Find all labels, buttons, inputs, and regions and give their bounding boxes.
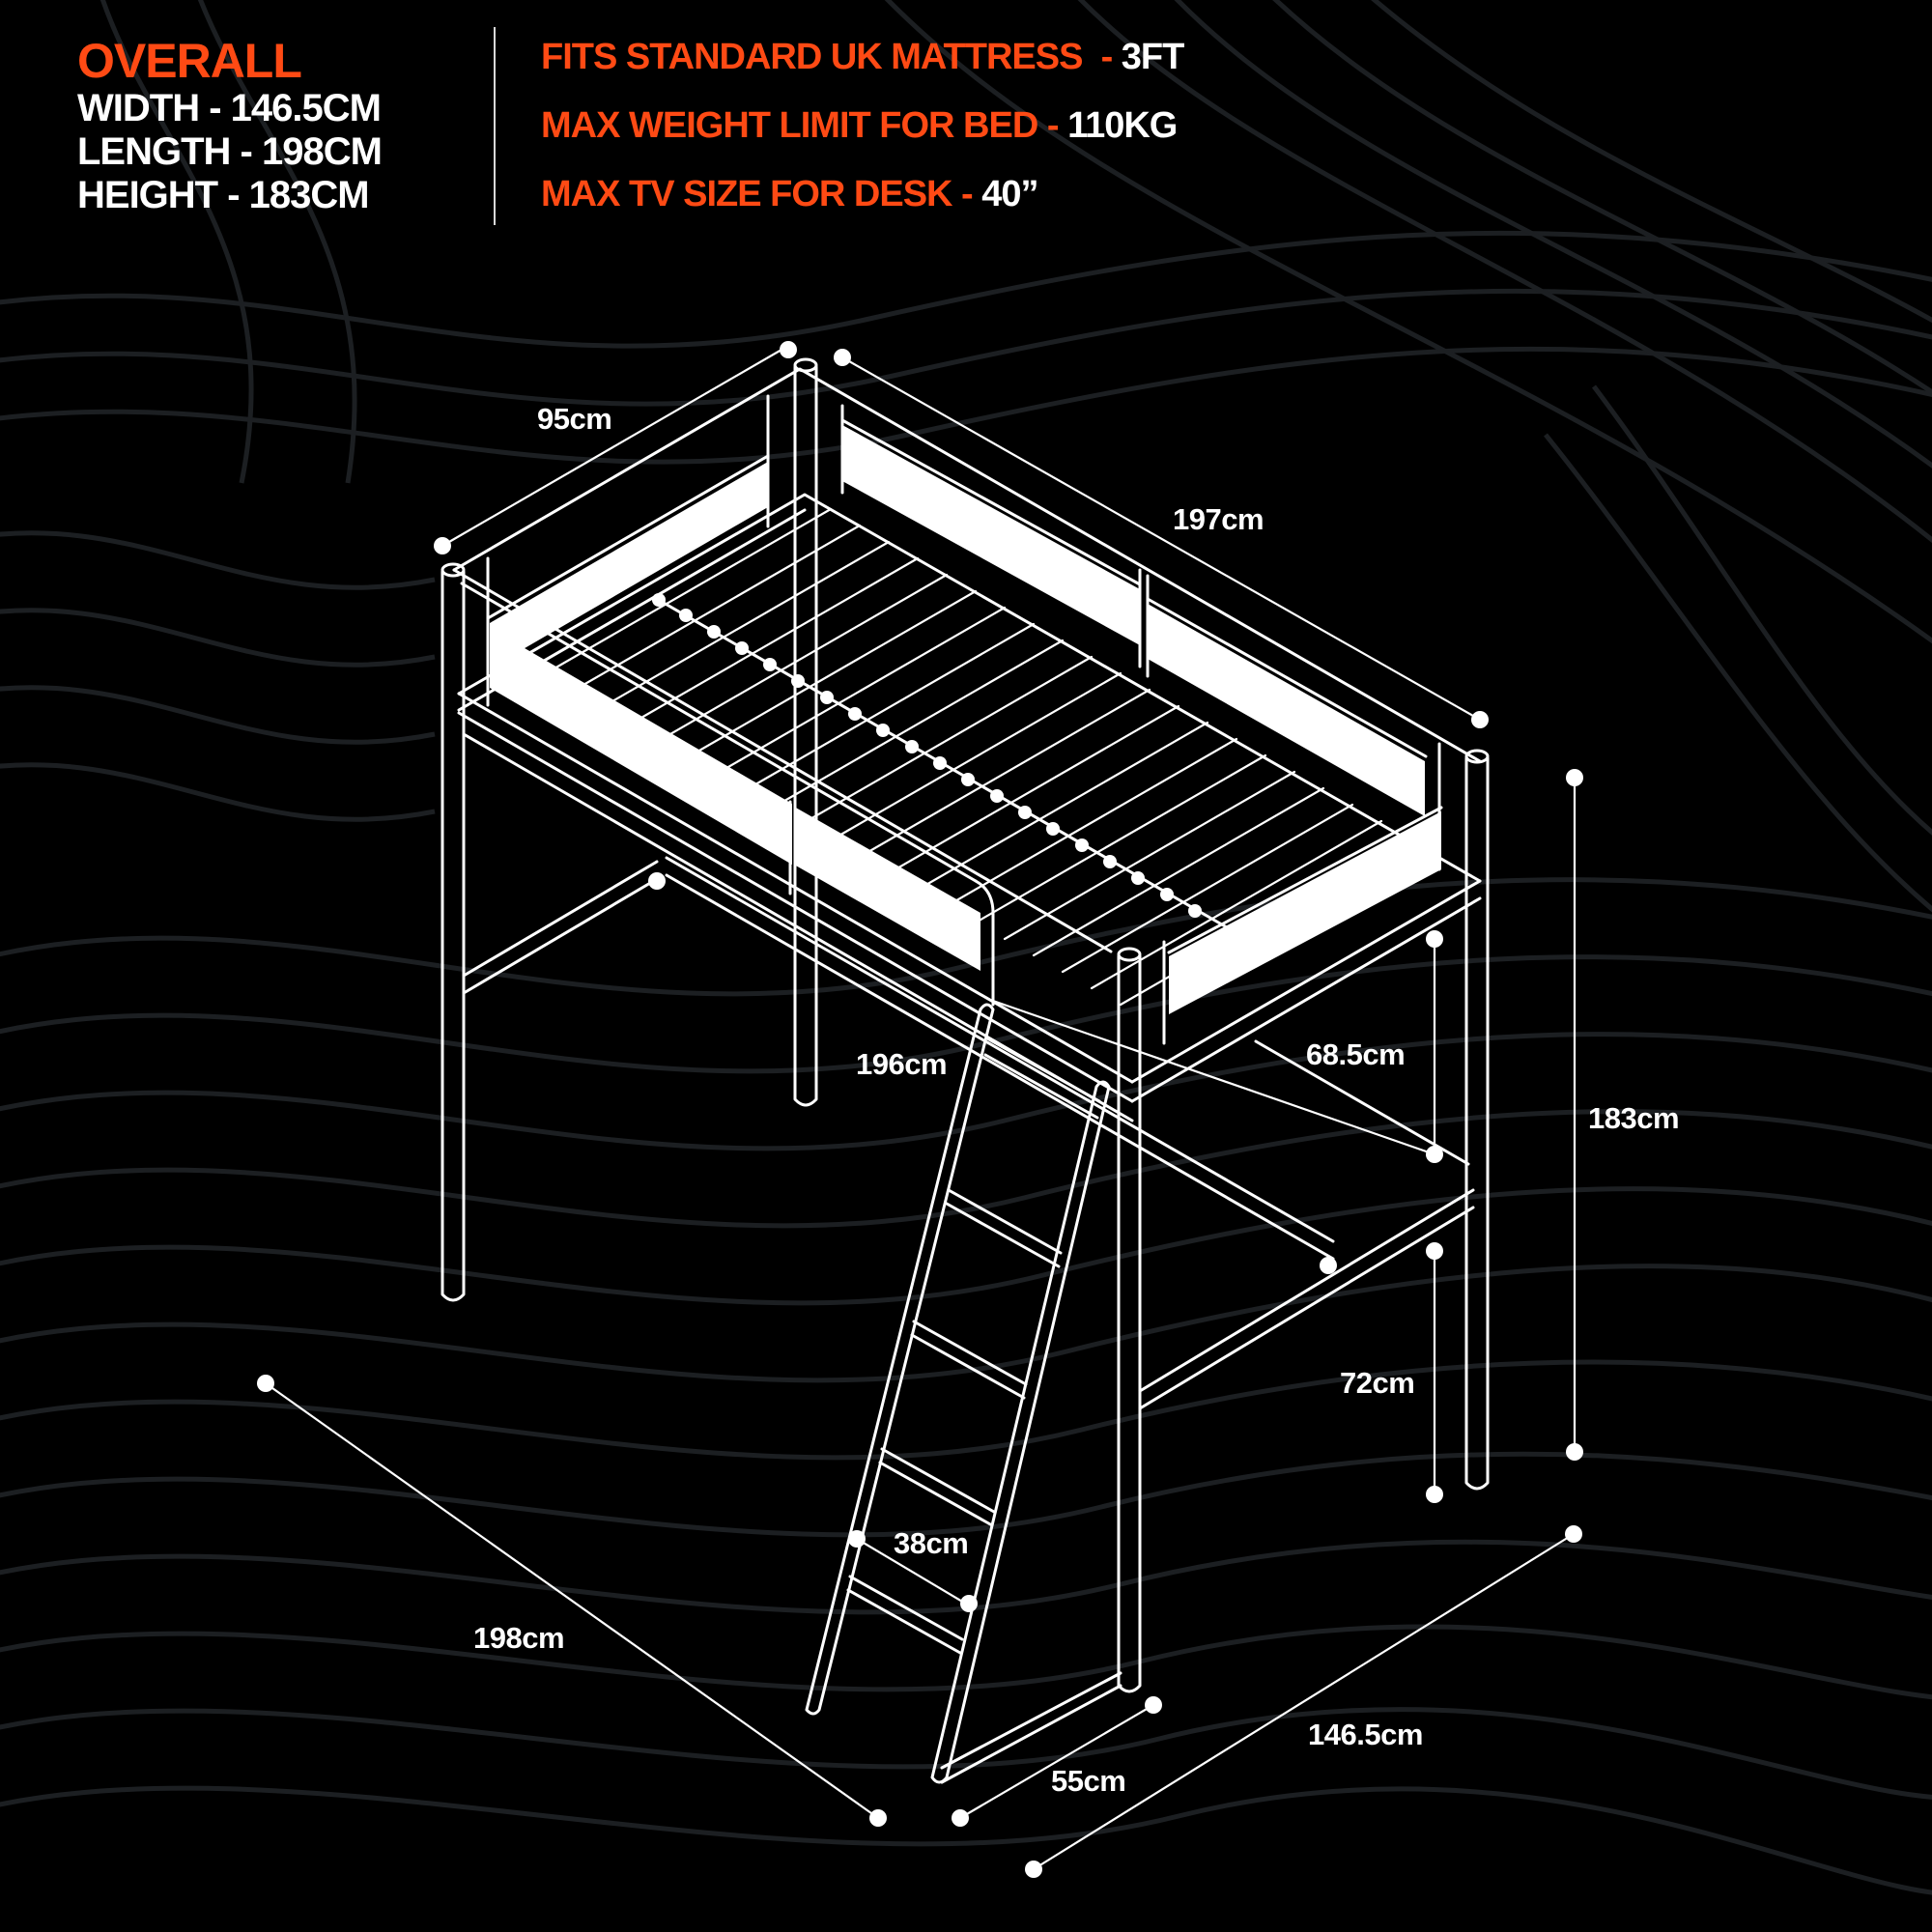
overall-length-value: 198CM bbox=[261, 130, 383, 173]
overall-width-label: WIDTH - bbox=[77, 87, 231, 129]
dim-total-height: 183cm bbox=[1588, 1101, 1680, 1135]
overall-length: LENGTH - 198CM bbox=[77, 130, 383, 173]
post-front-right bbox=[1117, 954, 1142, 1693]
overall-height: HEIGHT - 183CM bbox=[77, 174, 370, 216]
spec-weight-value: 110KG bbox=[1067, 105, 1178, 146]
mattress bbox=[490, 425, 1441, 1014]
overall-height-value: 183CM bbox=[248, 174, 370, 216]
desk-frame bbox=[462, 856, 1475, 1410]
overall-width: WIDTH - 146.5CM bbox=[77, 87, 382, 129]
dim-desk-clearance: 68.5cm bbox=[1306, 1037, 1406, 1071]
dimension-lines bbox=[257, 341, 1583, 1878]
dim-bed-length: 197cm bbox=[1173, 502, 1264, 536]
dim-overall-width: 146.5cm bbox=[1308, 1718, 1423, 1751]
header-divider bbox=[494, 27, 496, 225]
spec-weight: MAX WEIGHT LIMIT FOR BED - 110KG bbox=[541, 105, 1178, 146]
ladder-right-rail bbox=[930, 1080, 1111, 1784]
dim-desk-height: 72cm bbox=[1340, 1366, 1415, 1400]
dim-bed-width: 95cm bbox=[537, 402, 612, 436]
spec-weight-label: MAX WEIGHT LIMIT FOR BED - bbox=[541, 105, 1068, 146]
dim-ladder-offset: 55cm bbox=[1051, 1764, 1126, 1798]
overall-title: OVERALL bbox=[77, 34, 302, 88]
ladder-left-rail bbox=[805, 1003, 995, 1716]
spec-tv-value: 40” bbox=[981, 174, 1038, 214]
post-back-left bbox=[793, 365, 818, 1107]
overall-width-value: 146.5CM bbox=[230, 87, 382, 129]
dim-ladder-width: 38cm bbox=[894, 1526, 969, 1560]
dim-under-length: 196cm bbox=[856, 1047, 948, 1081]
overall-height-label: HEIGHT - bbox=[77, 174, 249, 216]
post-front-left bbox=[440, 570, 466, 1302]
spec-tv-label: MAX TV SIZE FOR DESK - bbox=[541, 174, 982, 214]
ladder bbox=[805, 1003, 1122, 1784]
dim-overall-length: 198cm bbox=[473, 1621, 565, 1655]
spec-tv: MAX TV SIZE FOR DESK - 40” bbox=[541, 174, 1039, 214]
center-support bbox=[652, 593, 1229, 929]
spec-mattress-value: 3FT bbox=[1121, 37, 1185, 77]
spec-mattress: FITS STANDARD UK MATTRESS - 3FT bbox=[541, 37, 1185, 77]
overall-length-label: LENGTH - bbox=[77, 130, 262, 173]
spec-mattress-label: FITS STANDARD UK MATTRESS - bbox=[541, 37, 1122, 77]
post-back-right bbox=[1464, 756, 1490, 1491]
